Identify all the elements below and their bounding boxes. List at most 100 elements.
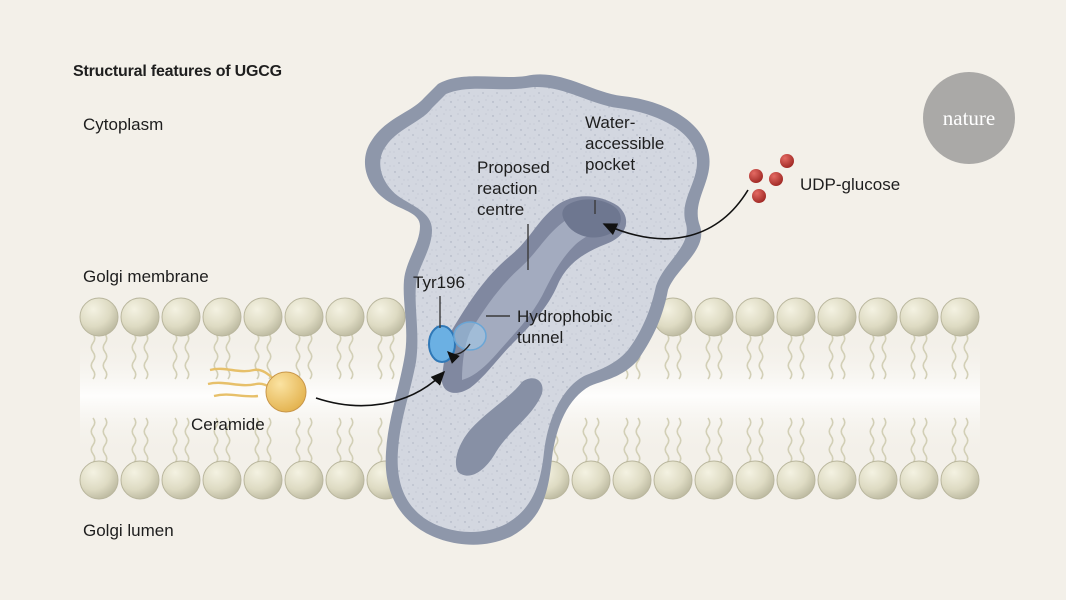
lipid-tail xyxy=(594,417,600,464)
lipid-tail xyxy=(922,333,928,380)
lipid-tail xyxy=(635,417,641,464)
lipid-tail xyxy=(799,417,805,464)
lipid-head xyxy=(79,460,119,500)
ugcg-protein xyxy=(364,74,710,545)
lipid-head xyxy=(776,460,816,500)
lipid-head xyxy=(202,297,242,337)
lipid-tail xyxy=(664,417,670,464)
lipid-head xyxy=(940,460,980,500)
lipid-tail xyxy=(295,417,301,464)
lipid-tail xyxy=(881,333,887,380)
lipid-tail xyxy=(336,417,342,464)
lipid-tail xyxy=(266,333,272,380)
ceramide-label: Ceramide xyxy=(191,415,265,434)
lipid-head xyxy=(571,460,611,500)
lipid-tail xyxy=(676,333,682,380)
lipid-tail xyxy=(90,333,96,380)
golgi-membrane-label: Golgi membrane xyxy=(83,267,209,286)
udp-glucose-label: UDP-glucose xyxy=(800,175,901,194)
water-accessible-pocket-label: Water- accessible pocket xyxy=(585,113,665,174)
lipid-tail xyxy=(143,417,149,464)
lipid-tail xyxy=(184,417,190,464)
lipid-head xyxy=(858,297,898,337)
tyr196-rotation-arrow xyxy=(447,343,471,364)
lipid-head xyxy=(325,460,365,500)
lipid-head xyxy=(366,297,406,337)
lipid-tail xyxy=(143,333,149,380)
lipid-tail xyxy=(295,333,301,380)
lipid-tail xyxy=(922,417,928,464)
lipid-tail xyxy=(910,333,916,380)
nature-logo: nature xyxy=(923,72,1015,164)
lipid-tail xyxy=(828,333,834,380)
lipid-tail xyxy=(869,417,875,464)
lipid-tail xyxy=(746,417,752,464)
ceramide-molecule xyxy=(207,367,307,413)
lipid-tail xyxy=(705,417,711,464)
lipid-tail xyxy=(717,333,723,380)
lipid-tail xyxy=(664,333,670,380)
lipid-tail xyxy=(102,417,108,464)
lipid-tail xyxy=(951,333,957,380)
lipid-head xyxy=(161,460,201,500)
lipid-head xyxy=(243,460,283,500)
lipid-tail xyxy=(758,333,764,380)
lipid-tail xyxy=(582,417,588,464)
lipid-head xyxy=(940,297,980,337)
lipid-head xyxy=(120,460,160,500)
lipid-tail xyxy=(307,333,313,380)
lipid-tail xyxy=(377,417,383,464)
cytoplasm-label: Cytoplasm xyxy=(83,115,164,134)
lipid-tail xyxy=(787,417,793,464)
lipid-head xyxy=(735,297,775,337)
lipid-tail xyxy=(840,333,846,380)
lipid-tail xyxy=(184,333,190,380)
lipid-head xyxy=(817,297,857,337)
lipid-tail xyxy=(90,417,96,464)
lipid-tail xyxy=(869,333,875,380)
lipid-tail xyxy=(758,417,764,464)
proposed-reaction-centre-label: Proposed reaction centre xyxy=(477,158,550,219)
tyr196-label: Tyr196 xyxy=(413,273,465,292)
lipid-head xyxy=(694,297,734,337)
hydrophobic-tunnel-label: Hydrophobic tunnel xyxy=(517,307,613,347)
ceramide-arrow xyxy=(315,370,446,407)
lipid-head xyxy=(694,460,734,500)
lipid-tail xyxy=(963,333,969,380)
lipid-tail xyxy=(676,417,682,464)
lipid-tail xyxy=(172,333,178,380)
lipid-tail xyxy=(377,333,383,380)
lipid-tail xyxy=(307,417,313,464)
lipid-tail xyxy=(951,417,957,464)
lipid-head xyxy=(284,460,324,500)
lipid-tail xyxy=(348,333,354,380)
lipid-tail xyxy=(213,417,219,464)
lipid-head xyxy=(243,297,283,337)
lipid-head xyxy=(817,460,857,500)
lipid-head xyxy=(899,460,939,500)
lipid-head xyxy=(858,460,898,500)
lipid-tail xyxy=(787,333,793,380)
lipid-head xyxy=(161,297,201,337)
lipid-tail xyxy=(172,417,178,464)
lipid-tail xyxy=(102,333,108,380)
lipid-tail xyxy=(799,333,805,380)
lipid-tail xyxy=(746,333,752,380)
lipid-tail xyxy=(266,417,272,464)
golgi-lumen-label: Golgi lumen xyxy=(83,521,174,540)
lipid-tail xyxy=(705,333,711,380)
lipid-tail xyxy=(254,417,260,464)
lipid-head xyxy=(776,297,816,337)
lipid-head xyxy=(79,297,119,337)
udp-glucose-arrow xyxy=(602,189,749,240)
lipid-tail xyxy=(131,333,137,380)
lipid-head xyxy=(202,460,242,500)
lipid-head xyxy=(612,460,652,500)
lipid-head xyxy=(284,297,324,337)
lipid-tail xyxy=(828,417,834,464)
lipid-tail xyxy=(389,333,395,380)
lipid-tail xyxy=(963,417,969,464)
lower-fold-groove xyxy=(455,378,543,476)
udp-glucose-molecules xyxy=(749,154,794,203)
